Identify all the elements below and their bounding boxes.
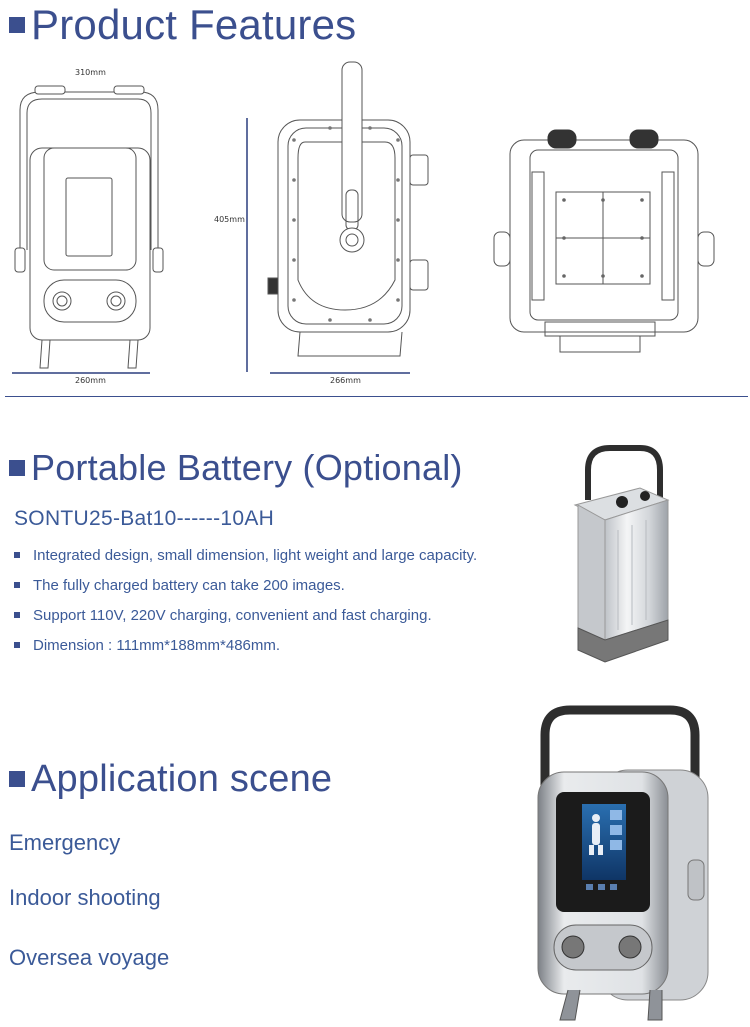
bullet-text: Support 110V, 220V charging, convenient …	[33, 606, 432, 624]
bullet-square	[14, 582, 20, 588]
list-item: Support 110V, 220V charging, convenient …	[14, 600, 477, 630]
section-divider	[5, 396, 748, 397]
portable-battery-heading: Portable Battery (Optional)	[9, 450, 463, 486]
bullet-text: The fully charged battery can take 200 i…	[33, 576, 345, 594]
application-scene-heading: Application scene	[9, 760, 332, 798]
application-scene-title: Application scene	[31, 758, 333, 800]
list-item: The fully charged battery can take 200 i…	[14, 570, 477, 600]
scene-item-indoor-shooting: Indoor shooting	[9, 885, 161, 910]
list-item: Integrated design, small dimension, ligh…	[14, 540, 477, 570]
front-view-svg	[12, 85, 164, 374]
list-item: Dimension : 111mm*188mm*486mm.	[14, 630, 477, 660]
side-view-svg	[246, 61, 429, 374]
bullet-text: Integrated design, small dimension, ligh…	[33, 546, 478, 564]
bullet-square	[14, 552, 20, 558]
dim-label-266mm: 266mm	[330, 376, 361, 385]
bullet-square	[14, 612, 20, 618]
heading-bullet-square	[9, 17, 25, 33]
battery-feature-list: Integrated design, small dimension, ligh…	[14, 540, 477, 660]
heading-bullet-square	[9, 460, 25, 476]
dim-label-310mm: 310mm	[75, 68, 106, 77]
portable-battery-title: Portable Battery (Optional)	[31, 447, 463, 488]
dim-label-405mm: 405mm	[214, 215, 245, 224]
dim-label-260mm: 260mm	[75, 376, 106, 385]
product-features-title: Product Features	[31, 1, 357, 48]
heading-bullet-square	[9, 771, 25, 787]
product-features-heading: Product Features	[9, 4, 356, 46]
back-view-drawing	[493, 129, 715, 353]
bullet-square	[14, 642, 20, 648]
bullet-text: Dimension : 111mm*188mm*486mm.	[33, 636, 281, 654]
battery-model-label: SONTU25-Bat10------10AH	[14, 507, 275, 530]
scene-item-emergency: Emergency	[9, 830, 121, 855]
scene-item-oversea-voyage: Oversea voyage	[9, 945, 170, 970]
